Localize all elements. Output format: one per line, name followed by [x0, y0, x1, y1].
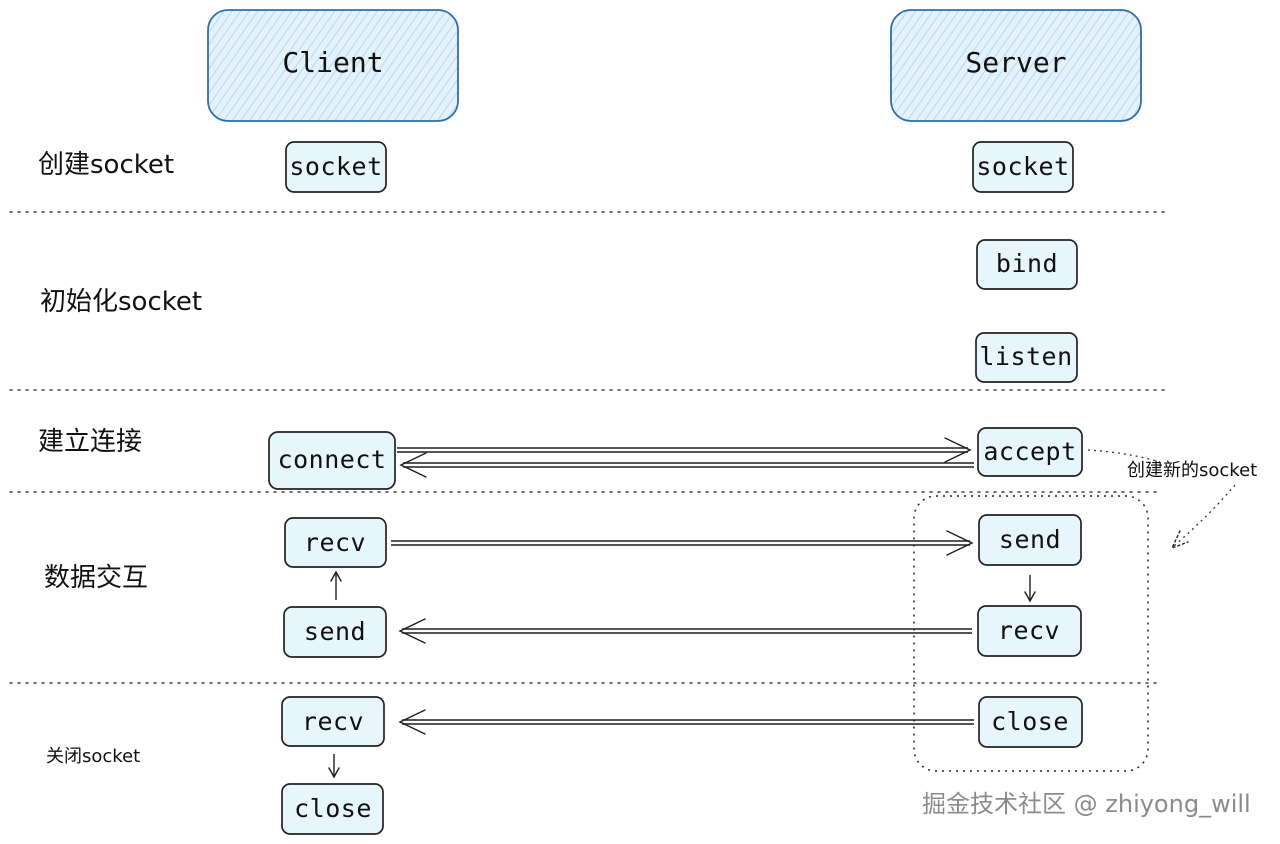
stage-label-connect: 建立连接	[38, 427, 142, 457]
header-server-label: Server	[965, 46, 1066, 79]
arrow-client-recv-to-server-send	[391, 530, 974, 556]
new-socket-annotation: 创建新的socket	[1127, 460, 1257, 481]
arrow-server-close-to-client-recv	[398, 709, 974, 735]
client-recv-node-bottom: recv	[281, 696, 385, 747]
stage-label-close-socket: 关闭socket	[46, 746, 140, 767]
arrow-server-recv-to-client-send	[398, 618, 972, 644]
server-send-label: send	[999, 525, 1061, 554]
client-socket-label: socket	[289, 152, 382, 181]
arrow-client-recv-to-close	[328, 754, 340, 779]
client-socket-node: socket	[285, 141, 387, 193]
client-recv-top-label: recv	[304, 528, 366, 557]
server-bind-node: bind	[976, 239, 1078, 290]
arrow-accept-to-connect	[399, 452, 974, 478]
server-socket-label: socket	[976, 152, 1069, 181]
server-send-node: send	[978, 514, 1082, 566]
server-close-node: close	[978, 696, 1083, 748]
header-client-label: Client	[282, 46, 383, 79]
stage-label-create-socket: 创建socket	[38, 150, 174, 180]
client-connect-label: connect	[278, 445, 387, 474]
server-socket-node: socket	[972, 141, 1074, 193]
server-listen-node: listen	[975, 332, 1078, 383]
client-close-node: close	[281, 783, 384, 835]
server-recv-node: recv	[977, 605, 1082, 657]
server-listen-label: listen	[979, 342, 1072, 371]
server-recv-label: recv	[998, 616, 1060, 645]
stage-label-exchange: 数据交互	[44, 563, 148, 593]
client-recv-node-top: recv	[284, 517, 387, 568]
new-socket-pointer	[1087, 449, 1236, 550]
header-client-box: Client	[207, 9, 459, 122]
server-bind-label: bind	[996, 249, 1058, 278]
client-send-label: send	[304, 617, 366, 646]
client-close-label: close	[294, 794, 372, 823]
watermark: 掘金技术社区 @ zhiyong_will	[922, 790, 1251, 818]
client-send-node: send	[283, 606, 387, 658]
stage-label-init-socket: 初始化socket	[40, 287, 202, 317]
arrow-client-send-to-recv	[330, 570, 342, 600]
server-close-label: close	[991, 707, 1069, 736]
arrow-connect-to-accept	[397, 437, 972, 463]
client-recv-bottom-label: recv	[302, 707, 364, 736]
arrow-server-send-to-recv	[1024, 575, 1036, 603]
server-accept-label: accept	[983, 437, 1076, 466]
server-accept-node: accept	[977, 427, 1083, 477]
header-server-box: Server	[890, 9, 1142, 122]
client-connect-node: connect	[268, 431, 396, 490]
